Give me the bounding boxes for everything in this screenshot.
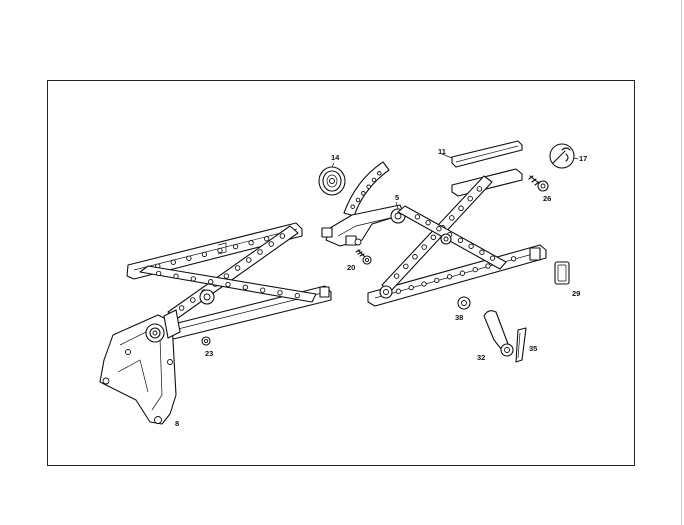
rail-hole xyxy=(260,287,266,293)
rail-hole xyxy=(408,284,414,291)
callout-labels: 14 5 11 17 26 20 29 38 23 32 35 8 xyxy=(175,147,587,428)
rail-hole xyxy=(170,259,176,265)
part-5-gear-sector-motor xyxy=(321,161,406,247)
part-26-bolt xyxy=(528,175,549,192)
rail-hole xyxy=(264,236,270,242)
callout-32: 32 xyxy=(477,353,485,362)
left-regulator-assembly xyxy=(99,222,332,425)
rail-hole xyxy=(412,254,418,260)
part-38-washer xyxy=(457,296,471,310)
rail-hole xyxy=(201,251,208,258)
rail-hole xyxy=(476,186,483,192)
part-20-bolt xyxy=(355,249,372,265)
rail-hole xyxy=(449,215,455,221)
rail-hole xyxy=(248,240,254,246)
rail-hole xyxy=(355,197,361,203)
callout-26: 26 xyxy=(543,194,551,203)
rail-hole xyxy=(403,263,409,270)
rail-hole xyxy=(467,195,473,202)
rail-hole xyxy=(223,273,230,279)
rail-hole xyxy=(225,281,231,288)
rail-hole xyxy=(178,305,185,311)
rail-hole xyxy=(257,249,263,255)
rail-hole xyxy=(371,177,377,183)
rail-hole xyxy=(446,274,453,280)
rail-hole xyxy=(393,273,400,279)
part-35-handle-cover xyxy=(515,327,527,363)
callout-38: 38 xyxy=(455,313,463,322)
rail-hole xyxy=(190,297,196,303)
part-29-block xyxy=(554,261,570,285)
rail-hole xyxy=(156,270,162,277)
rail-hole xyxy=(277,290,283,296)
callout-20: 20 xyxy=(347,263,355,272)
rail-hole xyxy=(350,204,355,209)
rail-hole xyxy=(425,220,431,226)
rail-hole xyxy=(232,243,239,250)
callout-23: 23 xyxy=(205,349,213,358)
rail-hole xyxy=(459,270,466,276)
part-32-crank-handle xyxy=(483,310,514,357)
right-regulator-assembly xyxy=(367,168,547,307)
part-23-nut xyxy=(201,336,211,346)
rail-hole xyxy=(434,277,440,284)
part-17-tool-symbol xyxy=(549,143,575,169)
part-14-spring-roller xyxy=(318,166,346,196)
rail-hole xyxy=(472,266,478,273)
rail-hole xyxy=(479,249,485,255)
rail-hole xyxy=(414,214,421,220)
rail-hole xyxy=(377,171,382,176)
leader-lines xyxy=(331,153,579,210)
page-edge-line xyxy=(681,0,682,525)
rail-hole xyxy=(208,279,214,285)
rail-hole xyxy=(485,263,491,269)
rail-hole xyxy=(510,256,517,262)
rail-hole xyxy=(242,284,248,290)
rail-hole xyxy=(436,226,442,232)
rail-hole xyxy=(489,255,496,261)
rail-hole xyxy=(268,241,274,247)
rail-hole xyxy=(217,247,223,254)
rail-hole xyxy=(366,184,371,189)
callout-5: 5 xyxy=(395,193,399,202)
rail-hole xyxy=(421,244,427,250)
rail-hole xyxy=(234,265,241,271)
callout-35: 35 xyxy=(529,344,537,353)
callout-14: 14 xyxy=(331,153,340,162)
rail-hole xyxy=(395,288,402,294)
rail-hole xyxy=(294,292,300,299)
rail-hole xyxy=(430,234,437,241)
diagram-frame xyxy=(47,80,635,466)
rail-hole xyxy=(173,273,179,279)
callout-8: 8 xyxy=(175,419,179,428)
rail-hole xyxy=(186,255,192,261)
callout-29: 29 xyxy=(572,289,580,298)
rail-hole xyxy=(279,233,286,239)
rail-hole xyxy=(190,276,196,282)
rail-hole xyxy=(468,243,474,249)
rail-hole xyxy=(421,281,427,287)
rail-hole xyxy=(458,205,464,212)
callout-17: 17 xyxy=(579,154,587,163)
callout-11: 11 xyxy=(438,147,446,156)
rail-hole xyxy=(246,257,252,263)
part-11-guide-rail xyxy=(451,140,523,168)
rail-hole xyxy=(457,237,464,244)
rail-hole xyxy=(361,191,366,196)
